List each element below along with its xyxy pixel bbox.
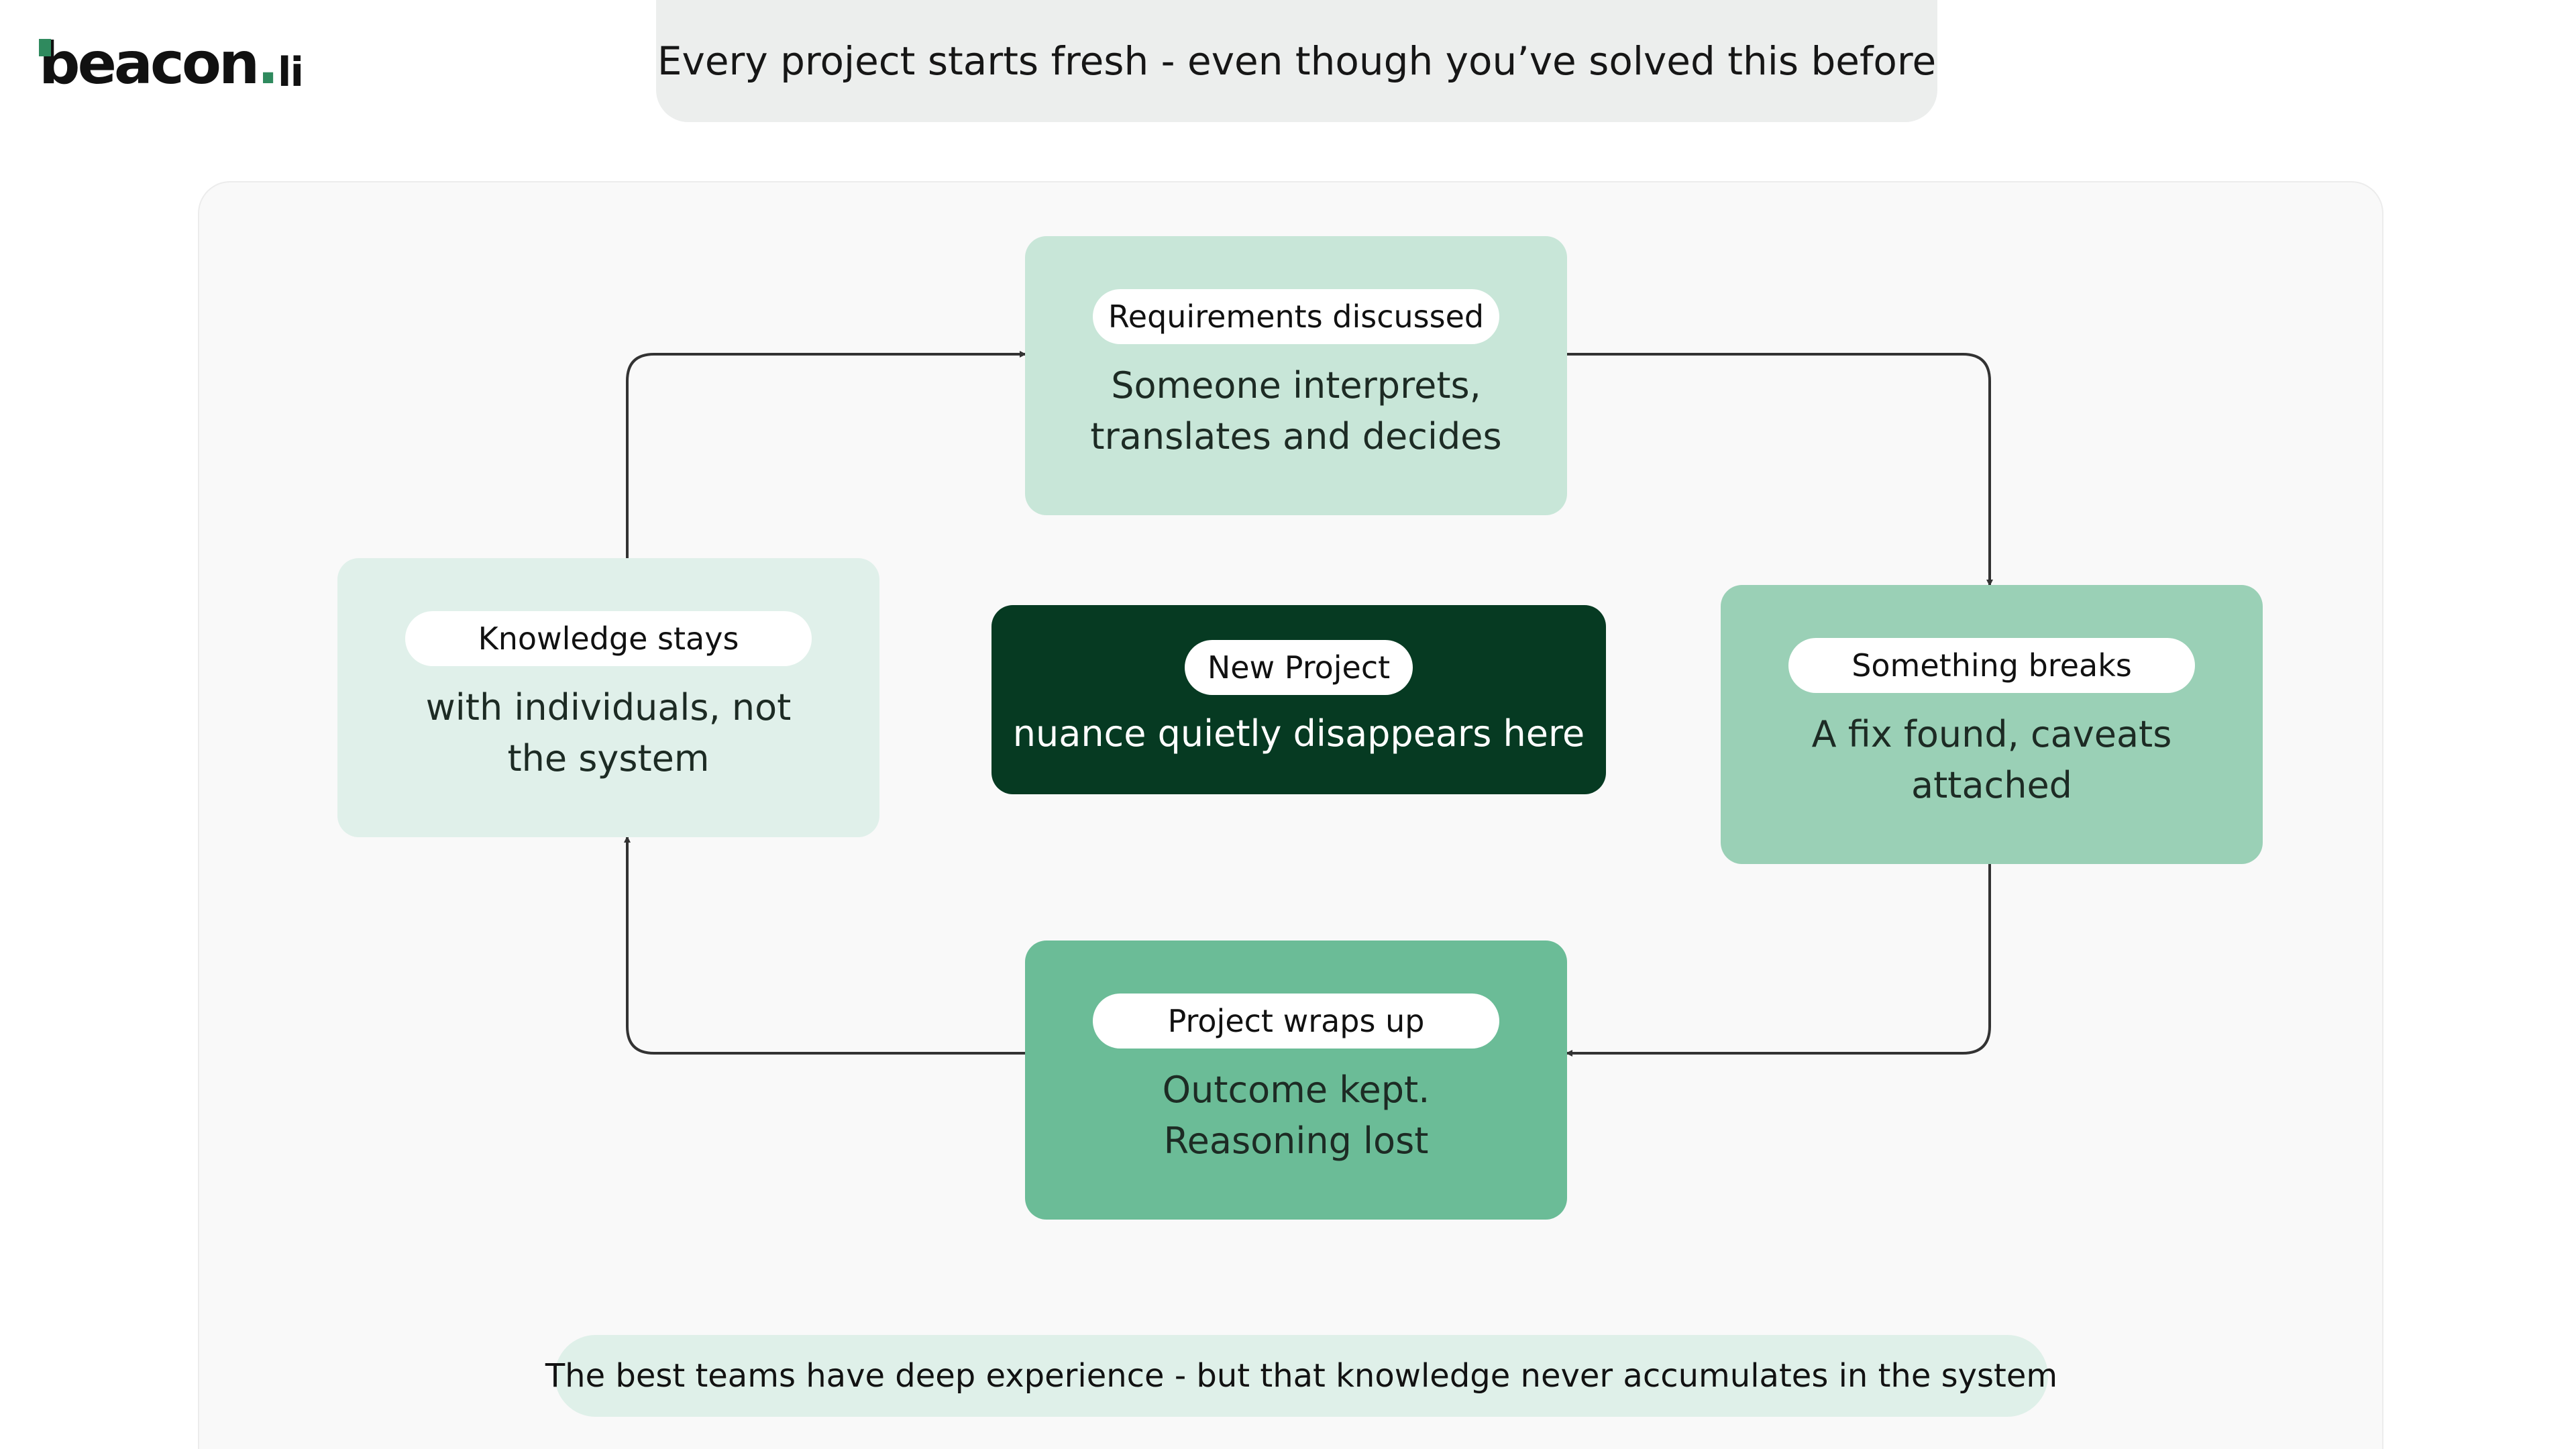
card-something-breaks: Something breaks A fix found, caveats at… <box>1721 585 2263 864</box>
card-description: Outcome kept. Reasoning lost <box>1163 1065 1430 1167</box>
card-description-line: the system <box>507 737 710 780</box>
arrow-right-to-bottom <box>1566 864 1991 1057</box>
logo-dot: . <box>257 30 279 97</box>
card-title-pill: New Project <box>1184 640 1413 695</box>
card-title-pill: Something breaks <box>1788 638 2195 693</box>
card-title-pill: Requirements discussed <box>1093 289 1499 344</box>
card-requirements-discussed: Requirements discussed Someone interpret… <box>1025 236 1567 515</box>
footer-note: The best teams have deep experience - bu… <box>545 1335 2057 1417</box>
arrow-left-to-top <box>626 351 1026 565</box>
card-description-line: with individuals, not <box>425 686 792 729</box>
card-description: Someone interprets, translates and decid… <box>1090 360 1501 462</box>
logo-wordmark: eacon <box>77 30 260 97</box>
card-description: with individuals, not the system <box>426 682 792 784</box>
card-project-wraps-up: Project wraps up Outcome kept. Reasoning… <box>1025 941 1567 1220</box>
card-description-line: Outcome kept. <box>1162 1069 1430 1111</box>
card-description-line: attached <box>1911 764 2072 806</box>
footer-note-text: The best teams have deep experience - bu… <box>545 1357 2058 1395</box>
card-new-project: New Project nuance quietly disappears he… <box>991 605 1606 794</box>
card-description: A fix found, caveats attached <box>1812 709 2172 811</box>
card-description-line: translates and decides <box>1090 415 1502 458</box>
card-description: nuance quietly disappears here <box>1012 712 1585 755</box>
logo-tld: li <box>277 49 304 96</box>
card-title-pill: Project wraps up <box>1093 994 1499 1049</box>
headline-banner: Every project starts fresh - even though… <box>656 0 1937 122</box>
headline-text: Every project starts fresh - even though… <box>657 38 1937 84</box>
arrow-top-to-right <box>1567 353 1993 586</box>
card-description-line: Reasoning lost <box>1163 1120 1429 1162</box>
card-knowledge-stays: Knowledge stays with individuals, not th… <box>337 558 879 837</box>
card-description-line: A fix found, caveats <box>1811 713 2172 755</box>
logo-mark-icon: b <box>39 30 80 97</box>
arrow-bottom-to-left <box>624 836 1025 1055</box>
card-description-line: Someone interprets, <box>1111 364 1481 407</box>
card-title-pill: Knowledge stays <box>405 611 812 666</box>
